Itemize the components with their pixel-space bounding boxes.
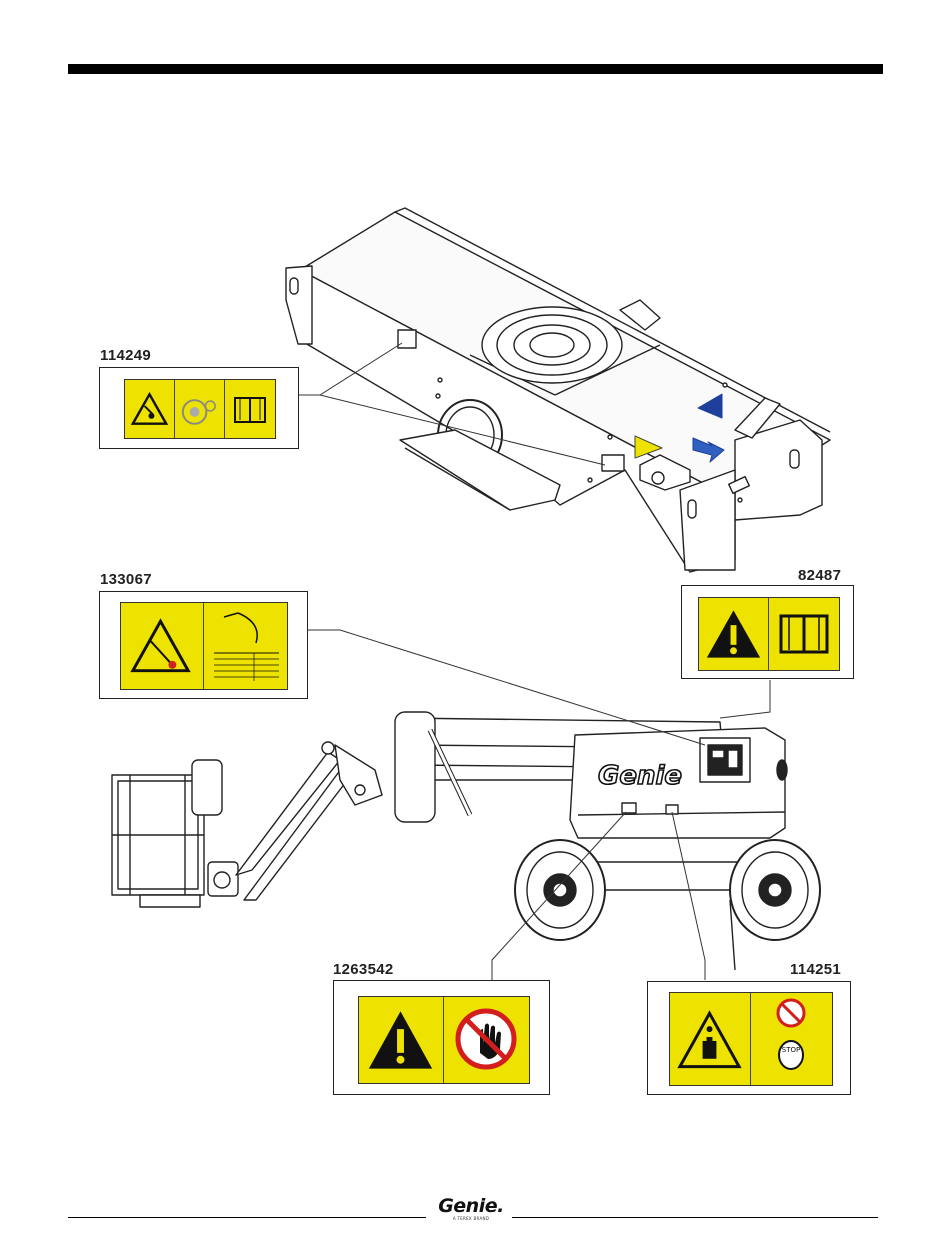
footer-rule-left [68, 1217, 426, 1218]
decal-label-133067: 133067 [100, 571, 152, 588]
decal-label-1263542: 1263542 [333, 961, 394, 978]
no-hand-prohibition-icon [444, 997, 529, 1083]
warning-triangle-crush-icon [125, 380, 175, 438]
footer-rule-right [512, 1217, 878, 1218]
decal-133067 [99, 591, 308, 699]
chassis-drawing [286, 208, 830, 572]
decal-82487 [681, 585, 854, 679]
load-chart-icon [204, 603, 287, 689]
machine-genie-logo: Genie [598, 761, 682, 791]
footer-brand: Genie. [430, 1196, 512, 1216]
warning-triangle-icon [359, 997, 444, 1083]
decal-label-114249: 114249 [100, 347, 151, 364]
decal-114251: STOP [647, 981, 851, 1095]
svg-text:STOP: STOP [782, 1046, 800, 1054]
footer-genie-logo: Genie. A TEREX BRAND [430, 1196, 512, 1221]
decal-114249 [99, 367, 299, 449]
stop-no-smoking-icon: STOP [751, 993, 832, 1085]
manual-book-icon [769, 598, 839, 670]
tire-wheel-icon [175, 380, 225, 438]
decal-1263542 [333, 980, 550, 1095]
decal-label-114251: 114251 [790, 961, 841, 978]
boom-lift-drawing [112, 712, 820, 970]
warning-triangle-boom-icon [121, 603, 204, 689]
warning-triangle-battery-icon [670, 993, 751, 1085]
manual-book-icon [225, 380, 275, 438]
decal-label-82487: 82487 [798, 567, 841, 584]
warning-triangle-icon [699, 598, 769, 670]
